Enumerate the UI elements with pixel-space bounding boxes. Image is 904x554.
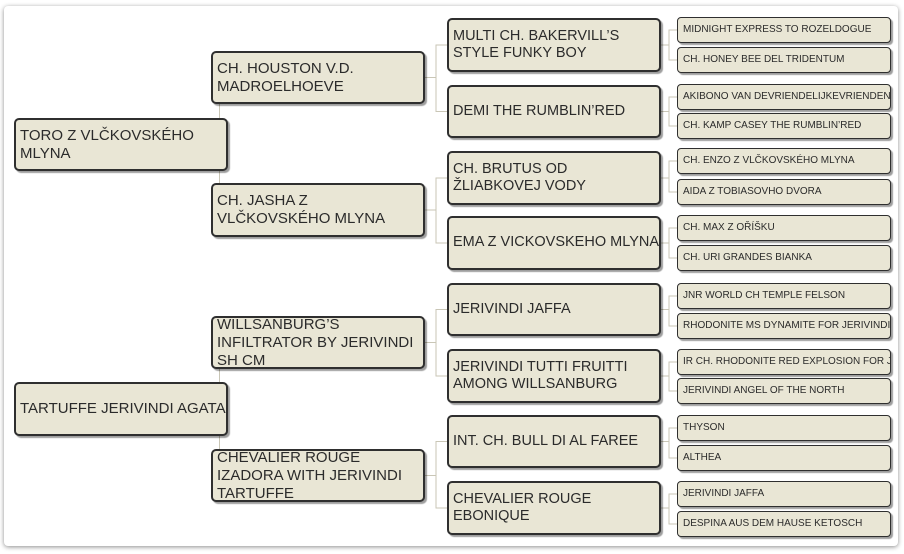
grandparent-box: CHEVALIER ROUGE IZADORA WITH JERIVINDI T… [211,449,425,502]
dog-name: CH. HONEY BEE DEL TRIDENTUM [683,54,845,65]
great-great-grandparent-box: IR CH. RHODONITE RED EXPLOSION FOR JERIV… [677,349,891,375]
dog-name: CH. JASHA Z VLČKOVSKÉHO MLYNA [217,192,386,227]
parent-box: TARTUFFE JERIVINDI AGATA [14,382,228,436]
great-great-grandparent-box: RHODONITE MS DYNAMITE FOR JERIVINDI [677,313,891,339]
dog-name: CH. ENZO Z VLČKOVSKÉHO MLYNA [683,155,855,166]
great-great-grandparent-box: AKIBONO VAN DEVRIENDELIJKEVRIENDEN [677,84,891,110]
great-great-grandparent-box: JERIVINDI JAFFA [677,481,891,507]
grandparent-box: CH. JASHA Z VLČKOVSKÉHO MLYNA [211,183,425,237]
great-grandparent-box: CH. BRUTUS OD ŽLIABKOVEJ VODY [447,151,661,205]
great-grandparent-box: EMA Z VICKOVSKEHO MLYNA [447,216,661,270]
great-grandparent-box: INT. CH. BULL DI AL FAREE [447,415,661,468]
great-great-grandparent-box: AIDA Z TOBIASOVHO DVORA [677,179,891,205]
connector-line [425,342,447,377]
dog-name: CH. HOUSTON V.D. MADROELHOEVE [217,59,354,95]
great-grandparent-box: CHEVALIER ROUGE EBONIQUE [447,481,661,535]
dog-name: IR CH. RHODONITE RED EXPLOSION FOR JERIV… [683,356,890,367]
dog-name: CH. MAX Z OŘÍŠKU [683,222,775,233]
connector-line [661,507,677,525]
great-great-grandparent-box: CH. URI GRANDES BIANKA [677,245,891,271]
great-great-grandparent-box: MIDNIGHT EXPRESS TO ROZELDOGUE [677,17,891,43]
great-great-grandparent-box: CH. ENZO Z VLČKOVSKÉHO MLYNA [677,148,891,174]
great-grandparent-box: JERIVINDI JAFFA [447,283,661,336]
connector-line [425,209,447,244]
dog-name: JERIVINDI JAFFA [683,488,765,499]
great-great-grandparent-box: DESPINA AUS DEM HAUSE KETOSCH [677,511,891,537]
connector-line [425,475,447,509]
connector-line [661,375,677,392]
connector-line [661,177,677,193]
dog-name: CHEVALIER ROUGE IZADORA WITH JERIVINDI T… [217,448,403,502]
dog-name: MULTI CH. BAKERVILL’S STYLE FUNKY BOY [453,27,620,61]
connector-line [425,441,447,476]
great-grandparent-box: DEMI THE RUMBLIN’RED [447,85,661,138]
dog-name: MIDNIGHT EXPRESS TO ROZELDOGUE [683,24,872,35]
great-great-grandparent-box: JNR WORLD CH TEMPLE FELSON [677,283,891,309]
connector-line [425,77,447,112]
great-great-grandparent-box: CH. HONEY BEE DEL TRIDENTUM [677,47,891,73]
connector-line [661,427,677,442]
dog-name: RHODONITE MS DYNAMITE FOR JERIVINDI [683,320,891,331]
dog-name: JERIVINDI ANGEL OF THE NORTH [683,385,845,396]
dog-name: JNR WORLD CH TEMPLE FELSON [683,290,846,301]
great-great-grandparent-box: THYSON [677,415,891,441]
connector-line [425,44,447,78]
dog-name: INT. CH. BULL DI AL FAREE [453,432,639,449]
dog-name: DEMI THE RUMBLIN’RED [453,102,626,119]
dog-name: CHEVALIER ROUGE EBONIQUE [453,490,592,524]
connector-line [661,493,677,509]
connector-line [425,309,447,343]
connector-line [661,44,677,61]
connector-line [661,361,677,377]
dog-name: JERIVINDI JAFFA [453,300,571,317]
connector-line [661,227,677,244]
dog-name: TARTUFFE JERIVINDI AGATA [20,400,226,417]
great-grandparent-box: MULTI CH. BAKERVILL’S STYLE FUNKY BOY [447,18,661,72]
dog-name: JERIVINDI TUTTI FRUITTI AMONG WILLSANBUR… [453,358,628,392]
dog-name: CH. BRUTUS OD ŽLIABKOVEJ VODY [453,160,586,194]
connector-line [661,96,677,112]
great-great-grandparent-box: CH. KAMP CASEY THE RUMBLIN’RED [677,113,891,139]
connector-line [661,160,677,179]
dog-name: TORO Z VLČKOVSKÉHO MLYNA [20,126,194,162]
connector-line [661,295,677,310]
dog-name: EMA Z VICKOVSKEHO MLYNA [453,234,660,251]
great-grandparent-box: JERIVINDI TUTTI FRUITTI AMONG WILLSANBUR… [447,349,661,403]
dog-name: CH. URI GRANDES BIANKA [683,252,812,263]
connector-line [661,242,677,259]
connector-line [425,177,447,211]
dog-name: ALTHEA [683,452,722,463]
parent-box: TORO Z VLČKOVSKÉHO MLYNA [14,118,228,171]
great-great-grandparent-box: CH. MAX Z OŘÍŠKU [677,215,891,241]
great-great-grandparent-box: JERIVINDI ANGEL OF THE NORTH [677,378,891,404]
connector-line [661,309,677,327]
connector-line [661,111,677,127]
connector-line [661,29,677,46]
great-great-grandparent-box: ALTHEA [677,445,891,471]
dog-name: AIDA Z TOBIASOVHO DVORA [683,186,822,197]
connector-line [661,441,677,459]
dog-name: AKIBONO VAN DEVRIENDELIJKEVRIENDEN [683,91,891,102]
dog-name: DESPINA AUS DEM HAUSE KETOSCH [683,518,863,529]
dog-name: WILLSANBURG’S INFILTRATOR BY JERIVINDI S… [217,315,414,369]
grandparent-box: CH. HOUSTON V.D. MADROELHOEVE [211,51,425,104]
grandparent-box: WILLSANBURG’S INFILTRATOR BY JERIVINDI S… [211,316,425,369]
dog-name: CH. KAMP CASEY THE RUMBLIN’RED [683,120,862,131]
dog-name: THYSON [683,422,725,433]
